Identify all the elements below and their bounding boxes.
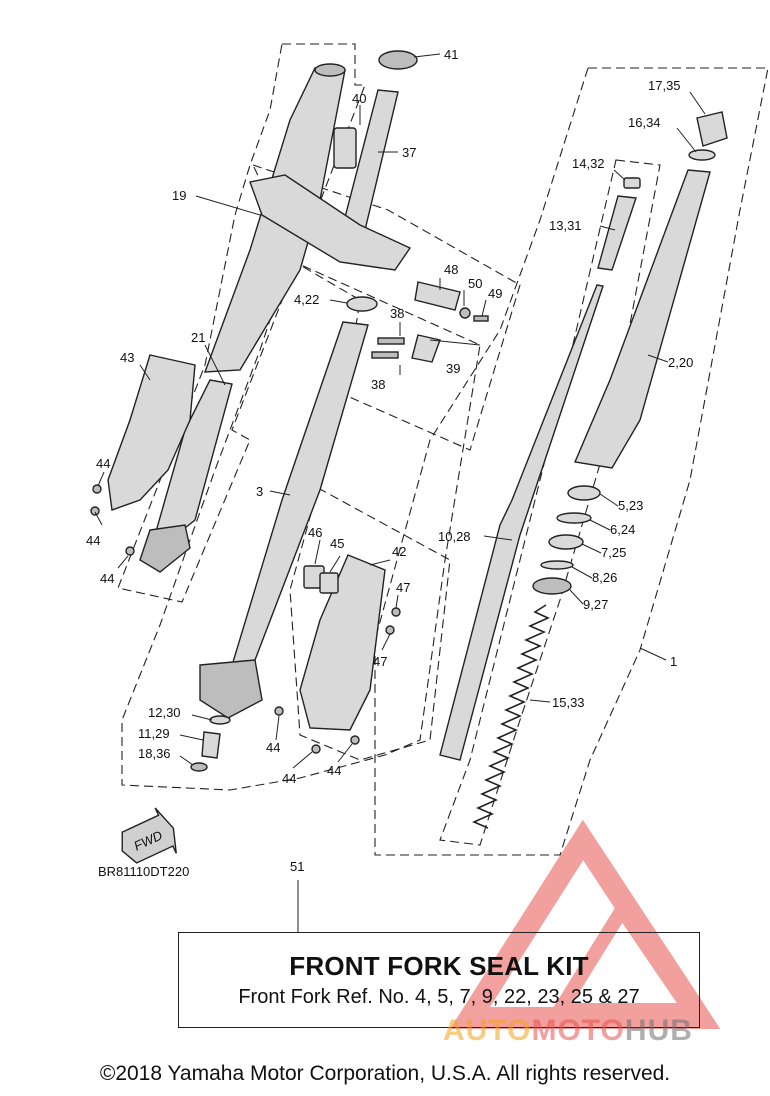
oil-seal-7-25 bbox=[548, 534, 584, 550]
collar-14-32 bbox=[623, 177, 641, 189]
bolt-38b bbox=[371, 351, 399, 359]
spring-15-33 bbox=[472, 604, 550, 829]
watermark-auto: AUTO bbox=[443, 1014, 532, 1047]
callout-13-31: 13,31 bbox=[549, 218, 582, 233]
callout-10-28: 10,28 bbox=[438, 529, 471, 544]
callout-21: 21 bbox=[191, 330, 205, 345]
callout-40: 40 bbox=[352, 91, 366, 106]
callout-16-34: 16,34 bbox=[628, 115, 661, 130]
leader-lines bbox=[94, 53, 706, 932]
callout-44d: 44 bbox=[266, 740, 280, 755]
callout-6-24: 6,24 bbox=[610, 522, 635, 537]
callout-48: 48 bbox=[444, 262, 458, 277]
callout-7-25: 7,25 bbox=[601, 545, 626, 560]
callout-42: 42 bbox=[392, 544, 406, 559]
callout-46: 46 bbox=[308, 525, 322, 540]
fork-guard-42 bbox=[299, 554, 386, 731]
callout-2-20: 2,20 bbox=[668, 355, 693, 370]
axle-holder-left bbox=[139, 524, 191, 573]
copyright-notice: ©2018 Yamaha Motor Corporation, U.S.A. A… bbox=[99, 1062, 671, 1085]
clip-45 bbox=[319, 572, 339, 594]
watermark-moto: MOTO bbox=[531, 1014, 625, 1047]
o-ring-16-34 bbox=[688, 149, 716, 161]
callout-47a: 47 bbox=[396, 580, 410, 595]
tube-cap-left bbox=[314, 63, 346, 77]
bolt-49 bbox=[473, 315, 489, 322]
dust-seal-9-27 bbox=[532, 577, 572, 595]
bolt-47b bbox=[385, 625, 395, 635]
callout-14-32: 14,32 bbox=[572, 156, 605, 171]
seal-kit-title: FRONT FORK SEAL KIT bbox=[289, 951, 589, 981]
callout-37: 37 bbox=[402, 145, 416, 160]
outer-tube-dashed-group bbox=[121, 259, 481, 791]
callout-15-33: 15,33 bbox=[552, 695, 585, 710]
bolt-50 bbox=[459, 307, 471, 319]
cap-bolt-11-29 bbox=[201, 731, 221, 759]
bolt-44c bbox=[125, 546, 135, 556]
callout-51: 51 bbox=[290, 859, 304, 874]
callout-47b: 47 bbox=[373, 654, 387, 669]
bolt-47a bbox=[391, 607, 401, 617]
bolt-44d bbox=[274, 706, 284, 716]
clamp-39 bbox=[411, 334, 441, 363]
bolt-44f bbox=[350, 735, 360, 745]
upper-bracket bbox=[249, 174, 412, 271]
callout-43: 43 bbox=[120, 350, 134, 365]
callout-19: 19 bbox=[172, 188, 186, 203]
callout-5-23: 5,23 bbox=[618, 498, 643, 513]
bolt-44a bbox=[92, 484, 102, 494]
callout-9-27: 9,27 bbox=[583, 597, 608, 612]
watermark-hub: HUB bbox=[624, 1014, 693, 1047]
watermark-logo bbox=[449, 819, 721, 1029]
callout-8-26: 8,26 bbox=[592, 570, 617, 585]
callout-44f: 44 bbox=[327, 763, 341, 778]
callout-18-36: 18,36 bbox=[138, 746, 171, 761]
watermark-text: AUTOMOTOHUB bbox=[443, 1014, 693, 1048]
bolt-44e bbox=[311, 744, 321, 754]
seal-kit-box: FRONT FORK SEAL KIT Front Fork Ref. No. … bbox=[178, 932, 700, 1028]
callout-49: 49 bbox=[488, 286, 502, 301]
left-dashed-group bbox=[117, 43, 366, 603]
callout-4-22: 4,22 bbox=[294, 292, 319, 307]
seal-kit-reference: Front Fork Ref. No. 4, 5, 7, 9, 22, 23, … bbox=[238, 986, 640, 1008]
callout-41: 41 bbox=[444, 47, 458, 62]
callout-50: 50 bbox=[468, 276, 482, 291]
callout-12-30: 12,30 bbox=[148, 705, 181, 720]
callout-38b: 38 bbox=[371, 377, 385, 392]
outer-tube-2-20 bbox=[574, 169, 711, 469]
bushing-5-23 bbox=[567, 485, 601, 501]
callout-45: 45 bbox=[330, 536, 344, 551]
damper-rod-10-28 bbox=[439, 284, 604, 761]
gasket-12-30 bbox=[209, 715, 231, 725]
drawing-code: BR81110DT220 bbox=[98, 864, 189, 879]
spacer-13-31 bbox=[597, 195, 637, 271]
nut-18-36 bbox=[190, 762, 208, 772]
bolt-44b bbox=[90, 506, 100, 516]
bearing-41 bbox=[378, 50, 418, 70]
fork-protector-43 bbox=[107, 354, 196, 511]
callout-39: 39 bbox=[446, 361, 460, 376]
axle-holder-mid bbox=[199, 659, 263, 719]
oil-seal-4-22 bbox=[346, 296, 378, 312]
cap-17-35 bbox=[696, 111, 728, 147]
callout-44e: 44 bbox=[282, 771, 296, 786]
bracket-dashed-group bbox=[251, 164, 521, 451]
callout-38a: 38 bbox=[390, 306, 404, 321]
callout-3: 3 bbox=[256, 484, 263, 499]
washer-6-24 bbox=[556, 512, 592, 524]
clamp-48 bbox=[414, 281, 461, 311]
callout-44a: 44 bbox=[96, 456, 110, 471]
collar-40 bbox=[333, 127, 357, 169]
bolt-38a bbox=[377, 337, 405, 345]
right-dashed-group bbox=[374, 67, 769, 856]
callout-labels: 41 40 37 19 21 43 44 44 44 4,22 48 50 49… bbox=[86, 47, 693, 879]
clip-8-26 bbox=[540, 560, 574, 570]
callout-44b: 44 bbox=[86, 533, 100, 548]
callout-44c: 44 bbox=[100, 571, 114, 586]
fwd-arrow-icon: FWD bbox=[121, 807, 177, 864]
callout-11-29: 11,29 bbox=[138, 726, 170, 741]
callout-1: 1 bbox=[670, 654, 677, 669]
callout-17-35: 17,35 bbox=[648, 78, 681, 93]
